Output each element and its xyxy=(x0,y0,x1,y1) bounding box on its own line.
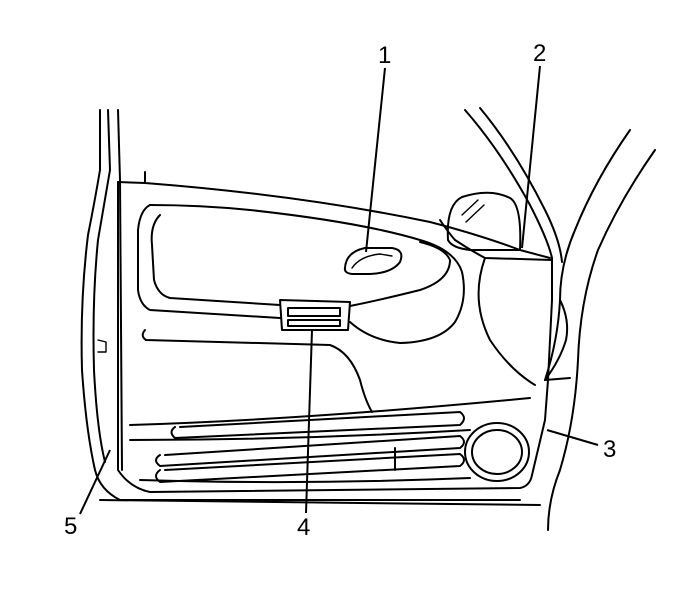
leader-4 xyxy=(305,329,313,514)
leader-1 xyxy=(365,67,386,253)
callout-3: 3 xyxy=(603,436,617,463)
callout-5: 5 xyxy=(64,513,78,540)
door-frame-pillar xyxy=(80,109,541,506)
leader-2 xyxy=(521,65,541,249)
speaker-grille xyxy=(464,422,530,482)
side-mirror xyxy=(446,191,522,251)
leader-3 xyxy=(546,429,599,446)
mid-crease xyxy=(141,329,373,413)
leader-lines xyxy=(79,65,599,515)
pillar-and-glass xyxy=(464,107,656,531)
callout-4: 4 xyxy=(297,514,311,541)
map-pocket-ribs xyxy=(129,397,531,484)
upper-trim-contour xyxy=(137,204,553,386)
callout-2: 2 xyxy=(533,40,547,67)
callout-1: 1 xyxy=(378,42,392,69)
door-handle xyxy=(343,247,403,275)
window-switch xyxy=(279,299,351,331)
leader-5 xyxy=(79,449,111,515)
